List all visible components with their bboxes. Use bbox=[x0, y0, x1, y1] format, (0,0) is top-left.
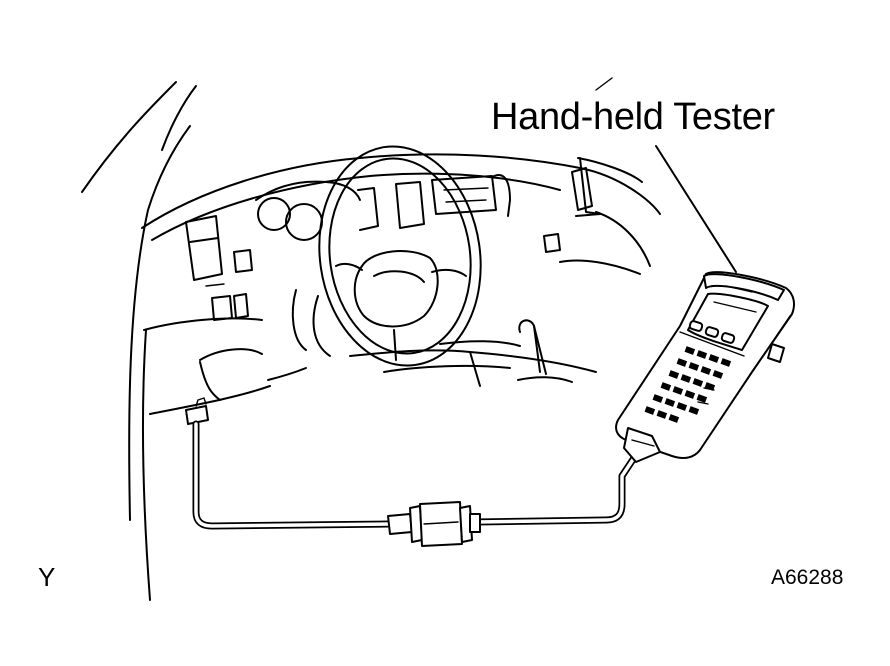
figure-id: A66288 bbox=[771, 566, 844, 589]
a-pillar bbox=[81, 77, 613, 601]
cable-adapter bbox=[387, 501, 481, 547]
callout-leader-line bbox=[655, 145, 737, 273]
corner-code: Y bbox=[38, 562, 56, 592]
callout-label: Hand-held Tester bbox=[491, 96, 775, 138]
dlc-connector bbox=[185, 397, 209, 425]
tester-cable bbox=[192, 420, 638, 530]
hand-held-tester bbox=[615, 271, 795, 463]
dashboard bbox=[141, 153, 661, 415]
steering-wheel bbox=[291, 145, 482, 367]
tester-keypad bbox=[644, 346, 732, 423]
